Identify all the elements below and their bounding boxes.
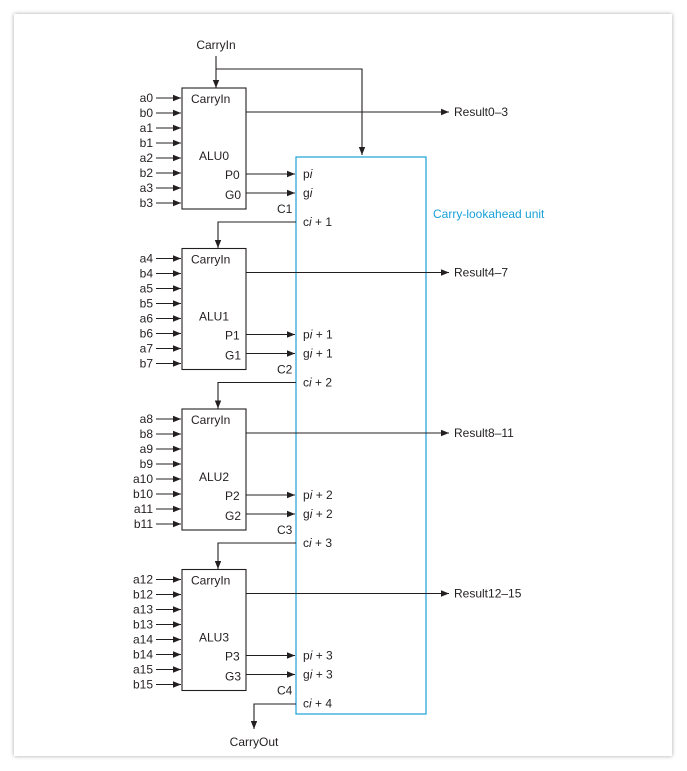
alu2-input-label-b8: b8 xyxy=(140,427,154,441)
alu2-input-label-a9: a9 xyxy=(140,442,154,456)
carry-c2-arrow xyxy=(214,381,296,409)
carry-c4-label: C4 xyxy=(277,684,293,698)
alu1-g-label: G1 xyxy=(225,349,241,363)
alu2-input-label-a11: a11 xyxy=(134,502,153,516)
diagram-frame xyxy=(14,14,672,756)
alu2-box xyxy=(181,408,247,531)
cla-p-input-label-3: pi + 3 xyxy=(303,649,333,663)
alu3-input-label-a15: a15 xyxy=(133,663,153,677)
carry-out-label: CarryOut xyxy=(230,735,279,749)
alu1-name: ALU1 xyxy=(199,310,229,324)
carry-c3-arrow xyxy=(214,542,296,569)
alu1-input-label-b7: b7 xyxy=(140,357,154,371)
alu3-input-label-b14: b14 xyxy=(133,648,153,662)
alu2-name: ALU2 xyxy=(199,470,229,484)
alu2-input-label-a10: a10 xyxy=(133,472,153,486)
cla-g-input-label-2: gi + 2 xyxy=(303,507,333,521)
alu0-result-label: Result0–3 xyxy=(454,105,508,119)
alu2-carry-in-label: CarryIn xyxy=(191,413,230,427)
cla-g-input-label-3: gi + 3 xyxy=(303,668,333,682)
alu3-g-label: G3 xyxy=(225,670,241,684)
alu0-input-label-a2: a2 xyxy=(140,151,154,165)
alu0-input-label-b2: b2 xyxy=(140,166,154,180)
carry-in-label: CarryIn xyxy=(196,38,235,52)
alu3-input-label-b15: b15 xyxy=(133,678,153,692)
alu1-input-label-b4: b4 xyxy=(140,267,154,281)
alu2-p-label: P2 xyxy=(225,489,240,503)
alu1-input-label-b5: b5 xyxy=(140,297,154,311)
alu0-g-label: G0 xyxy=(225,188,241,202)
carry-lookahead-label: Carry-lookahead unit xyxy=(433,207,545,221)
alu1-carry-in-label: CarryIn xyxy=(191,253,230,267)
cla-carry-output-label-1: ci + 2 xyxy=(303,376,332,390)
alu1-input-label-a5: a5 xyxy=(140,282,154,296)
carry-c1-arrow xyxy=(214,221,296,248)
cla-carry-output-label-0: ci + 1 xyxy=(303,215,332,229)
cla-carry-output-label-2: ci + 3 xyxy=(303,536,332,550)
alu0-input-label-b0: b0 xyxy=(140,106,154,120)
carry-in-to-cla-arrow xyxy=(216,68,366,155)
carry-c3-label: C3 xyxy=(277,523,293,537)
alu1-p-label: P1 xyxy=(225,329,240,343)
carry-lookahead-unit xyxy=(295,156,427,715)
carry-c1-label: C1 xyxy=(277,202,293,216)
cla-g-input-label-0: gi xyxy=(303,186,313,200)
alu0-carry-in-label: CarryIn xyxy=(191,92,230,106)
alu3-input-label-b13: b13 xyxy=(133,618,153,632)
cla-p-input-label-2: pi + 2 xyxy=(303,488,333,502)
alu3-input-label-a13: a13 xyxy=(133,603,153,617)
alu2-result-label: Result8–11 xyxy=(454,426,514,440)
alu0-input-label-a3: a3 xyxy=(140,181,154,195)
alu1-input-label-a6: a6 xyxy=(140,312,154,326)
alu0-box xyxy=(181,87,247,210)
alu3-input-label-b12: b12 xyxy=(133,588,153,602)
carry-out-arrow xyxy=(250,703,296,729)
cla-g-input-label-1: gi + 1 xyxy=(303,347,333,361)
alu1-input-label-a4: a4 xyxy=(140,252,154,266)
alu2-g-label: G2 xyxy=(225,509,241,523)
alu2-input-label-b10: b10 xyxy=(133,487,153,501)
alu0-p-label: P0 xyxy=(225,168,240,182)
alu1-input-label-b6: b6 xyxy=(140,327,154,341)
alu2-input-label-a8: a8 xyxy=(140,412,154,426)
alu3-input-label-a14: a14 xyxy=(133,633,153,647)
alu3-carry-in-label: CarryIn xyxy=(191,574,230,588)
alu0-input-label-b3: b3 xyxy=(140,196,154,210)
alu0-name: ALU0 xyxy=(199,149,229,163)
alu2-input-label-b11: b11 xyxy=(134,517,153,531)
alu0-input-label-b1: b1 xyxy=(140,136,154,150)
alu0-input-label-a1: a1 xyxy=(140,121,154,135)
alu1-result-label: Result4–7 xyxy=(454,266,508,280)
alu3-result-label: Result12–15 xyxy=(454,587,522,601)
alu1-input-label-a7: a7 xyxy=(140,342,154,356)
alu2-input-label-b9: b9 xyxy=(140,457,154,471)
alu3-input-label-a12: a12 xyxy=(133,573,153,587)
cla-p-input-label-1: pi + 1 xyxy=(303,328,333,342)
carry-c2-label: C2 xyxy=(277,363,293,377)
alu0-input-label-a0: a0 xyxy=(140,91,154,105)
alu3-name: ALU3 xyxy=(199,631,229,645)
alu-group: CarryInALU0P0G0a0b0a1b1a2b2a3b3Result0–3… xyxy=(133,87,522,711)
cla-carry-output-label-3: ci + 4 xyxy=(303,697,332,711)
alu1-box xyxy=(181,247,247,371)
alu3-box xyxy=(181,568,247,692)
cla-p-input-label-0: pi xyxy=(303,167,313,181)
alu3-p-label: P3 xyxy=(225,650,240,664)
